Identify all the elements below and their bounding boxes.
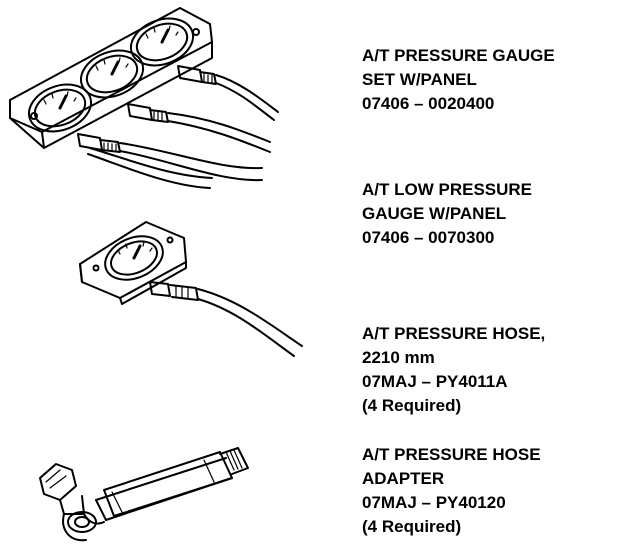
tool-part-number: 07406 – 0020400 (362, 94, 495, 113)
tool-name-line: SET W/PANEL (362, 70, 477, 89)
gauge-set-panel-illustration (9, 7, 279, 189)
tool-name-line: A/T PRESSURE GAUGE (362, 46, 555, 65)
pressure-gauge-icon (130, 17, 194, 67)
tool-entry-gauge-set: A/T PRESSURE GAUGE SET W/PANEL 07406 – 0… (362, 44, 620, 116)
low-pressure-gauge-panel-illustration (79, 221, 303, 357)
hose-adapter-illustration (39, 447, 249, 542)
tool-entry-pressure-hose: A/T PRESSURE HOSE, 2210 mm 07MAJ – PY401… (362, 322, 620, 418)
tool-entry-low-pressure-gauge: A/T LOW PRESSURE GAUGE W/PANEL 07406 – 0… (362, 178, 620, 250)
tool-name-line: GAUGE W/PANEL (362, 204, 507, 223)
tool-part-number: 07406 – 0070300 (362, 228, 495, 247)
tool-name-line: A/T LOW PRESSURE (362, 180, 533, 199)
tool-name-line: ADAPTER (362, 469, 445, 488)
tool-name-line: A/T PRESSURE HOSE, (362, 324, 546, 343)
tool-entry-hose-adapter: A/T PRESSURE HOSE ADAPTER 07MAJ – PY4012… (362, 443, 620, 539)
tool-part-number: 07MAJ – PY4011A (362, 372, 508, 391)
tool-illustrations (9, 7, 303, 542)
pressure-gauge-icon (28, 83, 92, 133)
tool-part-number: 07MAJ – PY40120 (362, 493, 506, 512)
tool-quantity-note: (4 Required) (362, 396, 462, 415)
tool-name-line: 2210 mm (362, 348, 435, 367)
tool-name-line: A/T PRESSURE HOSE (362, 445, 541, 464)
pressure-gauge-icon (104, 235, 164, 281)
tool-quantity-note: (4 Required) (362, 517, 462, 536)
